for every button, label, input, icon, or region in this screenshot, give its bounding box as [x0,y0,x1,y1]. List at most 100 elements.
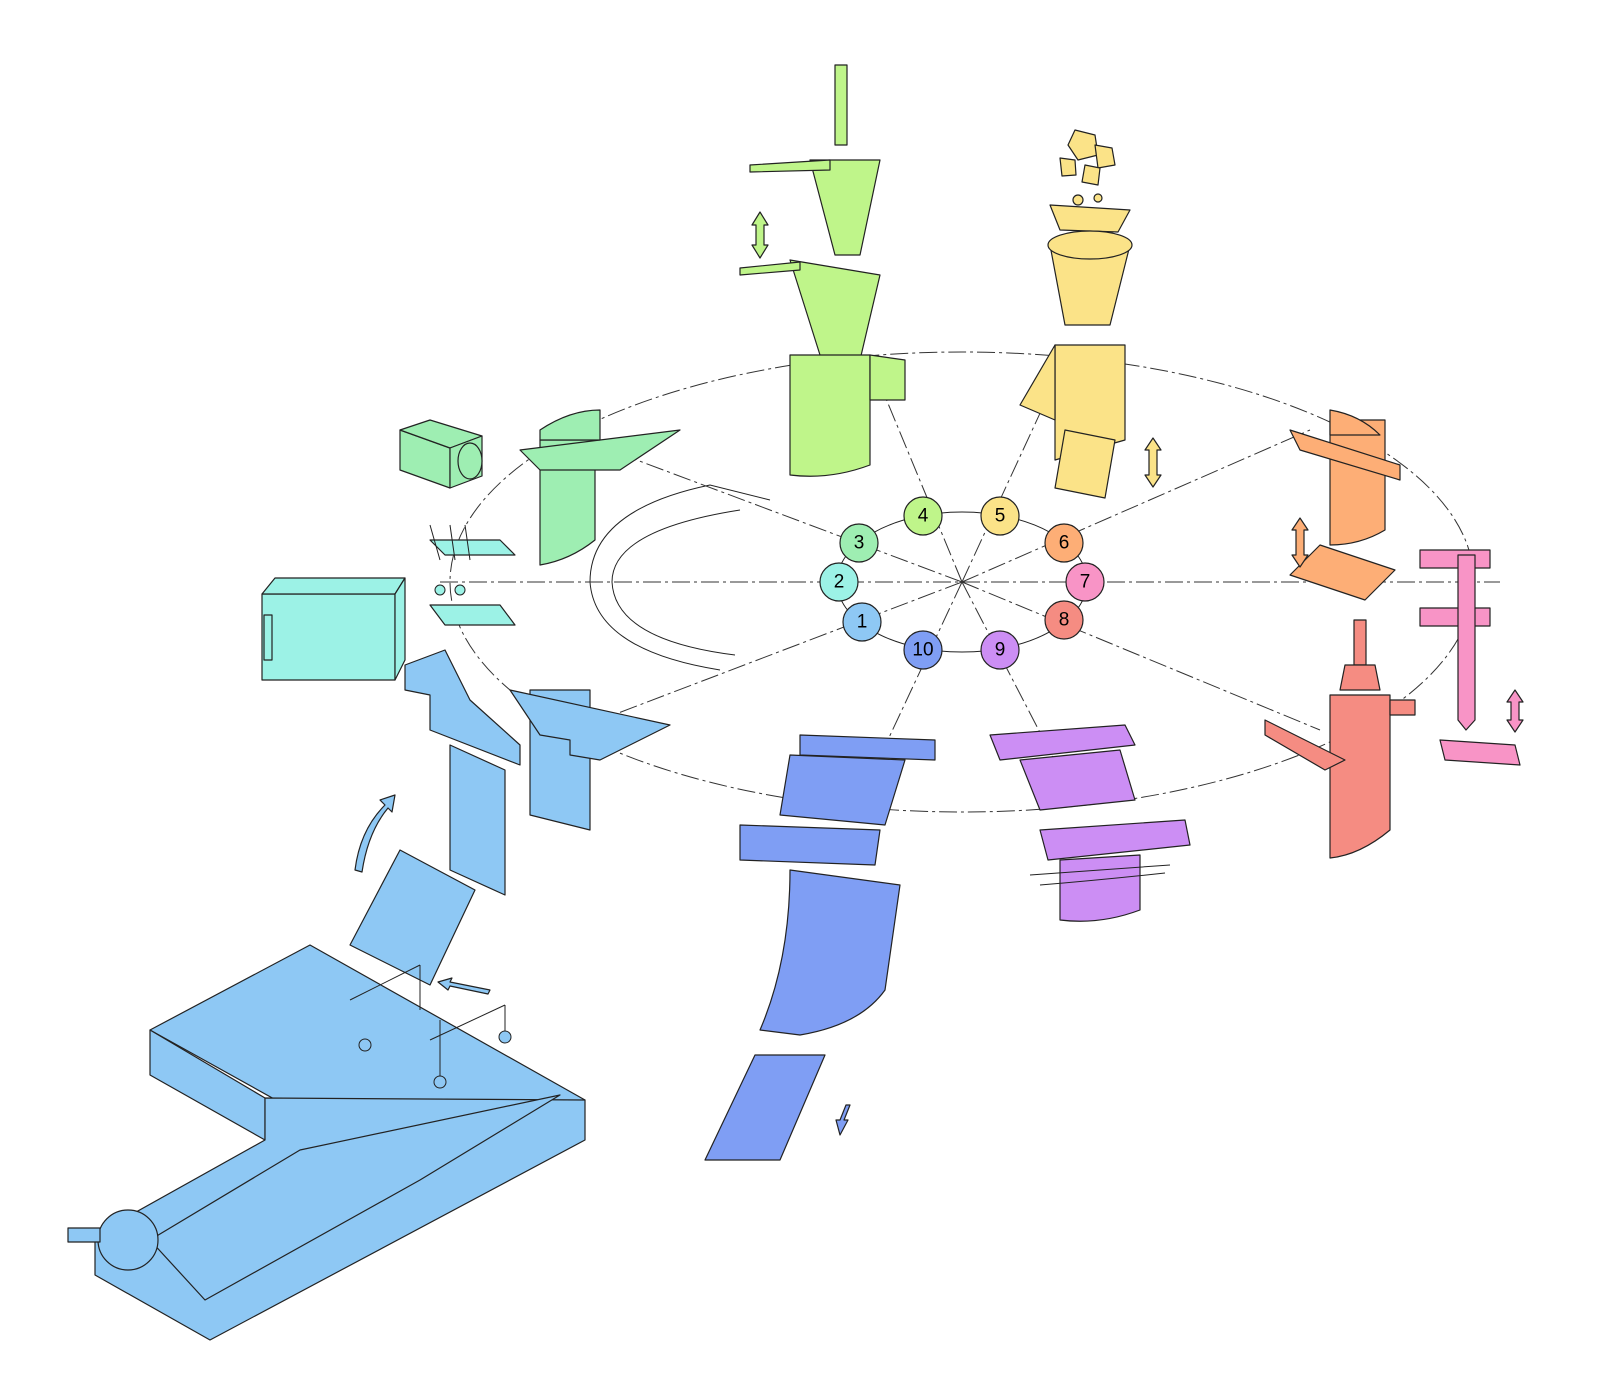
station-9-lower-block [1039,819,1191,861]
station-5-assembly [1019,129,1162,499]
station-number-7: 7 [1080,572,1091,593]
station-1-curved-arrow [354,794,396,873]
station-5-double-arrow [1144,437,1162,488]
station-9-body [1059,854,1141,922]
station-3-arc [539,409,601,441]
station-4-assembly [739,64,906,477]
station-circle-10 [903,630,943,670]
station-1-assembly [67,649,671,1341]
radial-line [599,581,963,721]
station-8-bar [1264,719,1346,771]
station-7-bar-upper [1419,549,1491,569]
station-2-clamp-upper [429,539,516,556]
station-6-column [1329,419,1386,546]
station-4-lower-hopper [789,259,881,361]
station-marker-4: 4 [903,496,943,536]
station-9-assembly [989,724,1191,922]
station-7-tray [1439,739,1521,766]
station-number-4: 4 [918,506,929,527]
station-2-pins [429,524,471,596]
station-1-holder [449,744,506,896]
station-1-bar [509,689,671,761]
station-number-5: 5 [995,506,1006,527]
station-4-upper-wing [749,159,831,173]
station-10-chute [759,869,901,1036]
station-marker-1: 1 [842,602,882,642]
station-8-nozzle-head [1339,664,1381,691]
radial-line [961,429,1311,583]
station-marker-10: 10 [903,630,943,670]
station-number-6: 6 [1059,533,1070,554]
station-number-2: 2 [834,572,845,593]
station-10-arrow [835,1104,851,1136]
station-circle-6 [1044,523,1084,563]
station-circle-7 [1065,562,1105,602]
station-circle-5 [980,496,1020,536]
station-7-double-arrow [1506,689,1524,733]
station-2-handle [263,614,273,661]
station-10-press-plate [779,754,906,826]
station-4-shoulder [869,354,906,401]
station-marker-7: 7 [1065,562,1105,602]
station-4-double-arrow [751,211,769,259]
station-9-wires [1029,864,1171,886]
radial-line [961,369,1061,583]
station-2-box-top [261,577,406,595]
station-5-granules [1059,129,1116,218]
station-6-tray [1289,544,1396,601]
radial-line [609,449,963,583]
station-10-press-top [799,734,936,761]
station-3-camera-lens [457,442,483,480]
station-2-assembly [261,524,516,681]
station-circle-3 [839,523,879,563]
radial-line [869,359,963,583]
station-4-upper-hopper [809,159,881,256]
station-10-discharge [704,1054,826,1161]
station-2-box-side [394,577,406,681]
station-number-3: 3 [854,533,865,554]
turntable-inner-track-2 [611,509,741,656]
station-3-column [539,439,596,566]
station-marker-8: 8 [1044,600,1084,640]
station-marker-2: 2 [819,562,859,602]
station-circle-4 [903,496,943,536]
station-1-plate [349,849,476,986]
radial-line [961,581,1321,731]
station-5-funnel-rim [1047,230,1133,260]
station-9-press-top [989,724,1136,761]
station-1-holder-arm [404,649,521,766]
station-1-gantry [349,964,512,1089]
station-7-bar-lower [1419,607,1491,627]
station-number-9: 9 [995,640,1006,661]
station-8-column [1329,694,1391,859]
station-5-shoulder [1019,344,1056,421]
station-3-bar [519,429,681,471]
station-1-motor [97,1209,159,1271]
station-1-feed-arrow [437,977,491,995]
station-6-assembly [1289,409,1401,601]
station-4-body [789,354,871,477]
station-number-1: 1 [857,612,868,633]
station-circle-2 [819,562,859,602]
station-6-arc [1329,409,1381,436]
station-1-ramp-top [149,1094,561,1301]
station-6-double-arrow [1291,517,1309,568]
station-5-tray [1054,429,1116,499]
station-number-10: 10 [912,640,933,661]
station-marker-3: 3 [839,523,879,563]
turntable [440,351,1500,813]
station-8-nozzle [1353,619,1367,666]
station-circle-9 [980,630,1020,670]
station-markers: 1 2 3 4 5 6 7 8 [819,496,1105,670]
station-2-box-front [261,593,396,681]
station-9-press-plate [1019,749,1136,811]
station-4-lower-wing [739,261,801,276]
station-circle-8 [1044,600,1084,640]
station-4-rod [834,64,848,146]
station-7-assembly [1419,549,1524,766]
station-number-8: 8 [1059,610,1070,631]
station-1-motor-shaft [67,1227,101,1243]
station-marker-9: 9 [980,630,1020,670]
station-6-bar [1289,429,1401,481]
